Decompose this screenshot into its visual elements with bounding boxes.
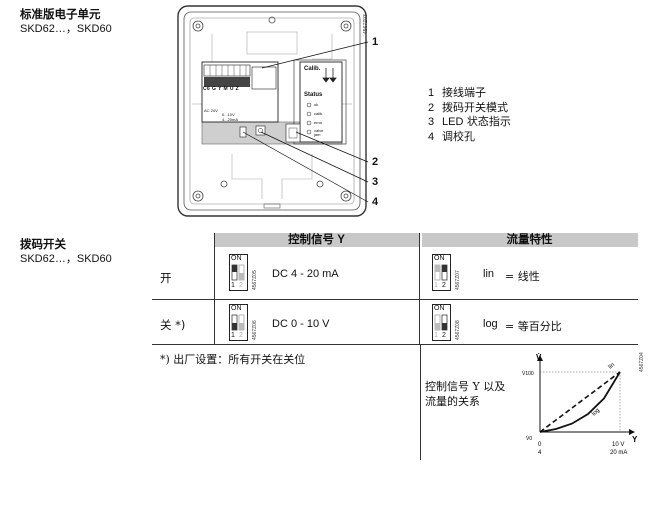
callout-3: 3 — [372, 176, 379, 188]
terminal-u: U — [229, 86, 234, 92]
table-header-flow: 流量特性 — [421, 233, 638, 247]
chart-series-lin — [539, 371, 621, 433]
status-valve-jam: valve jam — [314, 128, 324, 137]
chart-series-label-log: log — [591, 408, 601, 418]
table-header-signal: 控制信号 Y — [214, 233, 419, 247]
switch-on-label: ON — [231, 255, 242, 262]
terminal-labels: C6 G Y M U Z — [203, 86, 239, 92]
callout-2: 2 — [372, 156, 379, 168]
dip-switch-icon — [432, 254, 451, 291]
switch-on-label: ON — [434, 255, 445, 262]
switch-code: 4567Z05 — [252, 270, 258, 290]
chart-series-label-lin: lin — [608, 362, 616, 370]
switch-num-2: 2 — [442, 332, 446, 339]
terminal-note-010v: 0...10V — [222, 112, 235, 117]
status-calib: calib. — [314, 111, 324, 116]
chart-code: 4567Z04 — [639, 352, 645, 372]
switch-code: 4567Z07 — [455, 270, 461, 290]
terminal-g: G — [212, 86, 217, 92]
row-label-on: 开 — [160, 271, 172, 285]
terminal-note-ac24: AC 24V — [204, 108, 218, 113]
panel-calib-label: Calib. — [304, 66, 321, 72]
flow-chart: lin log V̇ V̇100 V̇0 Y 0 4 10 V 20 mA — [522, 353, 638, 456]
switch-num-1: 1 — [434, 282, 438, 289]
switch-num-2: 2 — [442, 282, 446, 289]
device-drawing — [177, 5, 369, 217]
switch-code: 4567Z08 — [455, 320, 461, 340]
status-error: error — [314, 120, 323, 125]
callout-4: 4 — [372, 196, 379, 208]
chart-x-tick-1-top: 10 V — [612, 442, 624, 448]
chart-series-log — [539, 371, 621, 433]
switch-on-label: ON — [434, 305, 445, 312]
chart-x-tick-0-bottom: 4 — [538, 450, 542, 456]
switch-num-1: 1 — [434, 332, 438, 339]
table-row-divider — [152, 344, 638, 345]
char-on-key: lin — [483, 268, 495, 280]
chart-xlabel: Y — [632, 435, 638, 444]
table-border — [214, 233, 215, 345]
section-title-dip-switch: 拨码开关 — [20, 239, 66, 251]
dip-switch-icon — [229, 304, 248, 341]
terminal-c6: C6 — [203, 86, 211, 92]
terminal-y: Y — [218, 86, 222, 92]
relation-text-line2: 流量的关系 — [425, 395, 480, 408]
chart-ytop-label: V̇100 — [522, 370, 534, 377]
signal-off-value: DC 0 - 10 V — [272, 318, 330, 330]
signal-on-value: DC 4 - 20 mA — [272, 268, 339, 280]
panel-status-label: Status — [304, 92, 323, 98]
chart-x-tick-1-bottom: 20 mA — [610, 450, 627, 456]
callout-1: 1 — [372, 36, 379, 48]
chart-ylabel: V̇ — [536, 353, 542, 362]
dip-switch-table: 控制信号 Y 流量特性 — [152, 233, 638, 345]
row-label-off: 关 *) — [160, 318, 186, 332]
section-subtitle-models: SKD62…，SKD60 — [20, 253, 112, 265]
table-divider — [419, 233, 422, 345]
char-off-desc: = 等百分比 — [505, 320, 562, 333]
switch-num-1: 1 — [231, 282, 235, 289]
chart-cell-border — [420, 345, 421, 460]
char-off-key: log — [483, 318, 498, 330]
section-subtitle-models: SKD62…，SKD60 — [20, 23, 112, 35]
relation-text-line1: 控制信号 Y 以及 — [425, 380, 506, 393]
table-row-divider — [152, 299, 638, 300]
status-ok: ok — [314, 102, 319, 107]
switch-num-1: 1 — [231, 332, 235, 339]
section-title-electronics: 标准版电子单元 — [20, 9, 101, 21]
chart-yzero-label: V̇0 — [526, 435, 532, 442]
char-on-desc: = 线性 — [505, 270, 540, 283]
switch-num-2: 2 — [239, 332, 243, 339]
dip-switch-icon — [432, 304, 451, 341]
terminal-m: M — [223, 86, 229, 92]
switch-num-2: 2 — [239, 282, 243, 289]
chart-x-tick-0-top: 0 — [538, 442, 542, 448]
dip-switch-icon — [229, 254, 248, 291]
drawing-code-device: 4567Z03 — [363, 14, 369, 34]
terminal-z: Z — [235, 86, 240, 92]
switch-on-label: ON — [231, 305, 242, 312]
footnote-factory-setting: *) 出厂设置：所有开关在关位 — [160, 353, 306, 366]
switch-code: 4567Z06 — [252, 320, 258, 340]
terminal-note-420ma: 4...20mA — [222, 117, 239, 122]
